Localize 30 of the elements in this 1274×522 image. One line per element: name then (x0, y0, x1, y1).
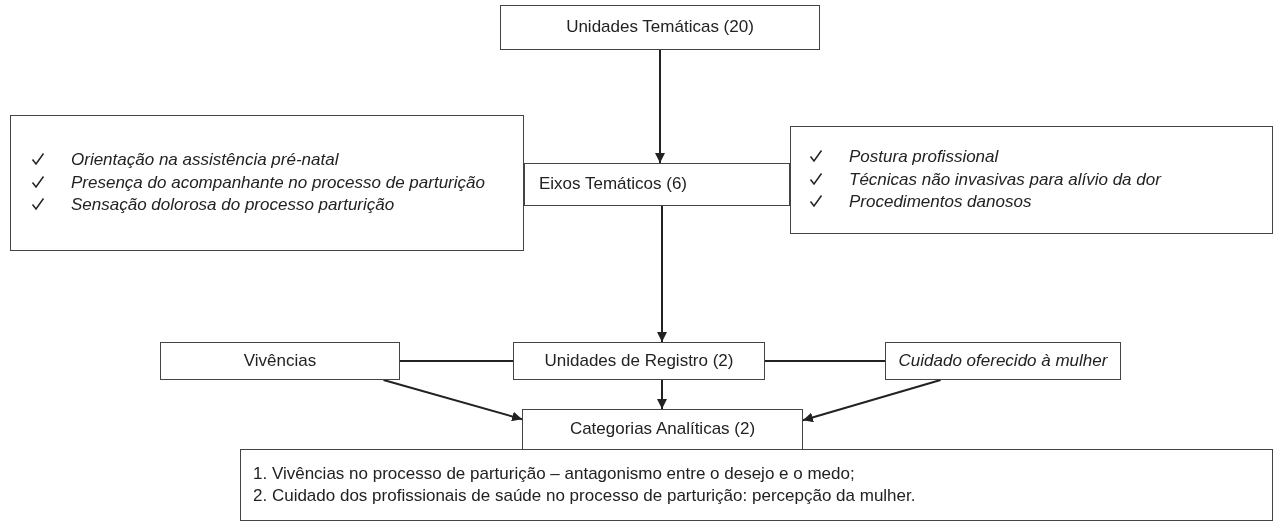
box-label: Eixos Temáticos (6) (539, 173, 688, 196)
connector-line (764, 360, 886, 362)
process-box (513, 342, 765, 380)
box-label: Categorias Analíticas (2) (569, 418, 756, 441)
list-box (240, 449, 1273, 521)
arrow (802, 379, 942, 423)
process-box (885, 342, 1121, 380)
connector-line (399, 360, 514, 362)
list-item: Orientação na assistência pré-natal (71, 149, 339, 172)
list-item: Técnicas não invasivas para alívio da dor (849, 168, 1161, 191)
arrow (382, 379, 523, 422)
list-item: Presença do acompanhante no processo de parturição (71, 171, 485, 194)
list-item: Postura profissional (849, 146, 999, 169)
list-box (10, 115, 524, 251)
list-item: Procedimentos danosos (849, 191, 1032, 214)
box-label: Cuidado oferecido à mulher (898, 349, 1108, 372)
process-box (522, 409, 803, 450)
list-item: 2. Cuidado dos profissionais de saúde no processo de parturição: percepção da mulher. (253, 485, 917, 507)
list-item: 1. Vivências no processo de parturição – antagonismo entre o desejo e o medo; (253, 462, 856, 485)
list-item: Sensação dolorosa do processo parturição (71, 194, 395, 217)
box-label: Vivências (243, 349, 317, 372)
box-label: Unidades Temáticas (20) (566, 16, 754, 39)
box-label: Unidades de Registro (2) (544, 349, 734, 372)
process-box (160, 342, 400, 380)
arrow (655, 49, 665, 164)
process-box (524, 163, 790, 206)
process-box (500, 5, 820, 50)
list-box (790, 126, 1273, 234)
arrow (657, 379, 667, 410)
arrow (657, 205, 667, 343)
